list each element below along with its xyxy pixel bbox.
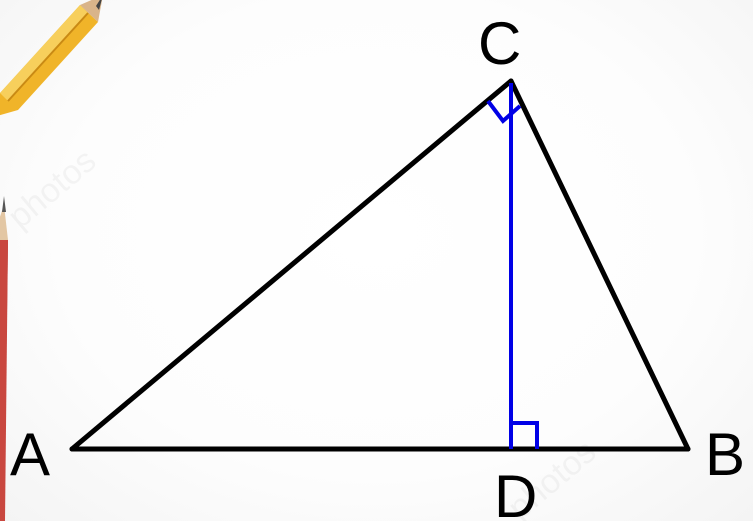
watermark-text: photos xyxy=(1,141,104,236)
segment-ca xyxy=(69,78,514,452)
triangle-abc xyxy=(69,78,691,452)
right-angle-mark-d xyxy=(511,421,539,449)
segment-bc xyxy=(508,78,691,452)
yellow-pencil-icon xyxy=(0,0,103,116)
vertex-label-a: A xyxy=(10,421,50,488)
right-angle-mark-c xyxy=(486,99,522,124)
red-pencil-icon xyxy=(0,196,8,521)
vertex-label-d: D xyxy=(494,463,537,521)
vertex-label-c: C xyxy=(478,10,521,77)
vertex-label-b: B xyxy=(705,421,745,488)
